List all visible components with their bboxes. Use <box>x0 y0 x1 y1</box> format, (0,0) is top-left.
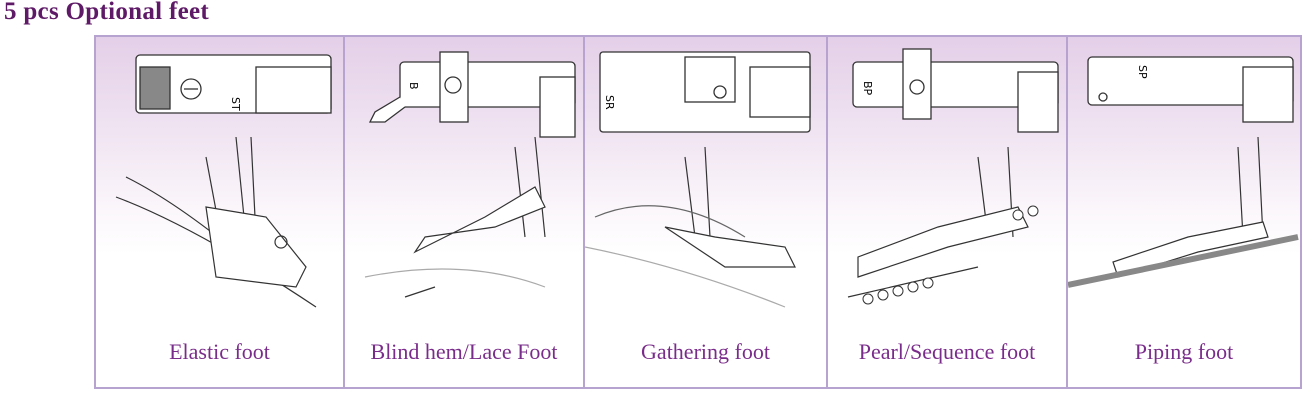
piping-foot-illustration: SP <box>1068 56 1299 288</box>
gathering-foot-illustration: SR <box>585 51 811 308</box>
panel-blind-hem-foot: B Blind hem/Lace Foot <box>345 37 585 387</box>
svg-text:ST: ST <box>229 97 242 111</box>
panel-gathering-foot: SR Gathering foot <box>585 37 828 387</box>
foot-label: Gathering foot <box>641 339 770 364</box>
blind-hem-foot-illustration: B <box>364 51 576 298</box>
panel-elastic-foot: ST Elastic foot <box>96 37 345 387</box>
svg-text:SP: SP <box>1136 65 1149 79</box>
elastic-foot-illustration: ST <box>115 54 332 308</box>
pearl-sequence-foot-illustration: BP <box>847 48 1059 305</box>
panel-pearl-sequence-foot: BP Pearl/Sequence foot <box>828 37 1068 387</box>
foot-label: Pearl/Sequence foot <box>858 339 1036 364</box>
feet-grid: ST Elastic foot B <box>94 35 1302 389</box>
page-title: 5 pcs Optional feet <box>4 0 209 25</box>
foot-label: Blind hem/Lace Foot <box>370 339 558 364</box>
svg-text:SR: SR <box>603 95 616 110</box>
svg-text:B: B <box>407 82 420 90</box>
svg-text:BP: BP <box>861 81 874 96</box>
foot-label: Elastic foot <box>169 339 270 364</box>
foot-label: Piping foot <box>1134 339 1234 364</box>
panel-piping-foot: SP Piping foot <box>1068 37 1300 387</box>
